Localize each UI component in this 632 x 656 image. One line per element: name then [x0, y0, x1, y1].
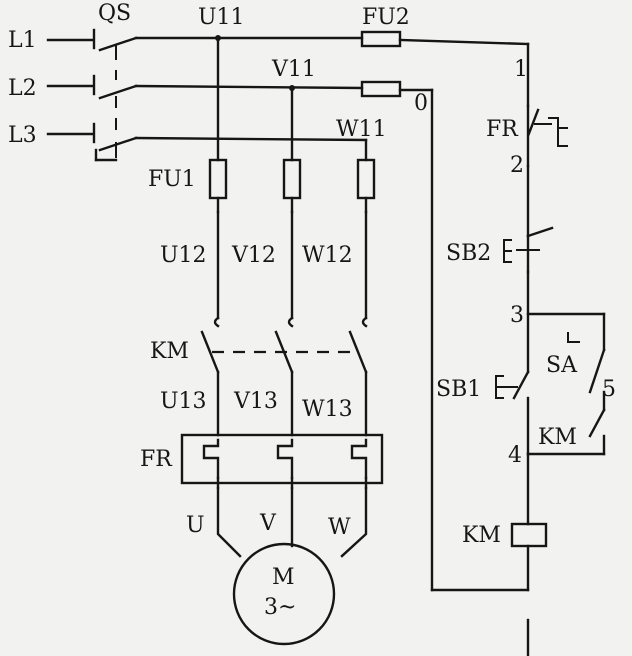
label-w12: W12	[302, 243, 353, 268]
label-u12: U12	[160, 243, 207, 268]
label-km-main: KM	[150, 339, 189, 364]
label-node-5: 5	[602, 377, 616, 402]
label-motor-phase: 3~	[264, 595, 296, 620]
label-node-3: 3	[510, 303, 524, 328]
incoming-lines	[46, 38, 94, 136]
label-w13: W13	[302, 397, 353, 422]
qs-switch	[92, 28, 138, 162]
motor-circle	[232, 542, 336, 646]
label-l3: L3	[8, 123, 37, 148]
label-fr-contact: FR	[486, 117, 519, 142]
label-km-hold: KM	[538, 425, 577, 450]
label-km-coil: KM	[462, 523, 501, 548]
label-u13: U13	[160, 389, 207, 414]
label-fr-relay: FR	[140, 447, 173, 472]
label-motor-m: M	[272, 565, 295, 590]
label-l1: L1	[8, 28, 37, 53]
label-node-1: 1	[514, 57, 528, 82]
label-sa: SA	[546, 353, 578, 378]
label-v13: V13	[233, 389, 278, 414]
label-v11: V11	[271, 57, 316, 82]
label-l2: L2	[8, 76, 37, 101]
label-sb1: SB1	[436, 377, 481, 402]
label-u: U	[186, 513, 205, 538]
label-u11: U11	[198, 5, 245, 30]
phase-drops	[215, 35, 295, 162]
label-w: W	[328, 515, 351, 540]
label-w11: W11	[336, 117, 387, 142]
label-node-4: 4	[508, 443, 522, 468]
label-node-2: 2	[510, 153, 524, 178]
fuse-outputs	[213, 210, 368, 328]
label-fu2: FU2	[362, 5, 410, 30]
labels: L1 L2 L3 QS U11 V11 W11 FU2 FU1 U12 V12 …	[8, 1, 616, 620]
fu2-fuse	[360, 30, 402, 98]
control-circuit	[430, 104, 606, 656]
fu1-fuses	[208, 158, 376, 214]
busbars	[134, 36, 530, 592]
label-node-0: 0	[414, 91, 428, 116]
fr-thermal-relay	[180, 433, 384, 490]
km-main-contacts	[200, 330, 368, 437]
label-fu1: FU1	[148, 167, 196, 192]
label-v12: V12	[231, 243, 276, 268]
label-qs: QS	[98, 1, 131, 26]
label-sb2: SB2	[446, 241, 491, 266]
label-v: V	[259, 511, 277, 536]
motor-leads	[216, 486, 368, 558]
